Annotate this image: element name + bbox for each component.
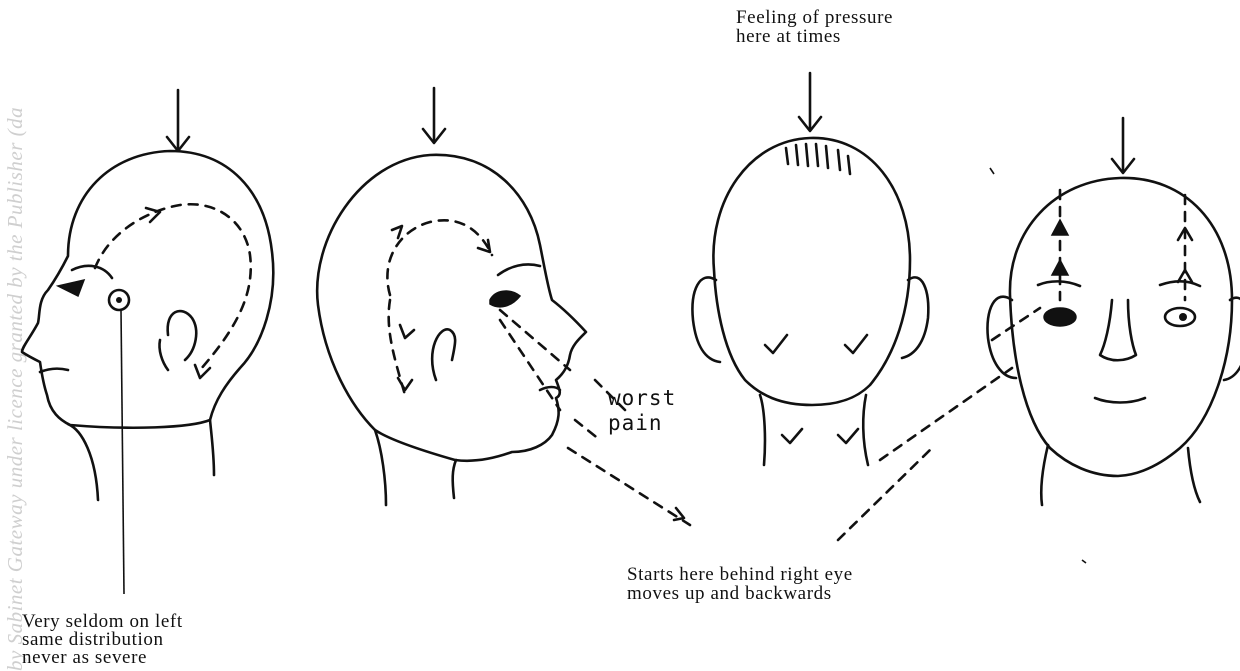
starts-here-label-line-2: moves up and backwards [627,584,853,603]
pressure-label-line-2: here at times [736,27,893,46]
starts-here-label-line-1: Starts here behind right eye [627,565,853,584]
right-profile-head-icon [317,88,690,525]
left-side-label: Very seldom on left same distribution ne… [22,613,183,667]
worst-pain-label-line-2: pain [608,411,676,436]
left-side-label-line-3: never as severe [22,649,183,667]
worst-pain-label: worst pain [608,386,676,436]
pressure-label-line-1: Feeling of pressure [736,8,893,27]
pressure-label: Feeling of pressure here at times [736,8,893,46]
left-profile-head-icon [22,90,273,594]
back-of-head-icon [692,73,1086,563]
worst-pain-label-line-1: worst [608,386,676,411]
front-of-head-icon [987,118,1240,505]
starts-here-label: Starts here behind right eye moves up an… [627,565,853,603]
